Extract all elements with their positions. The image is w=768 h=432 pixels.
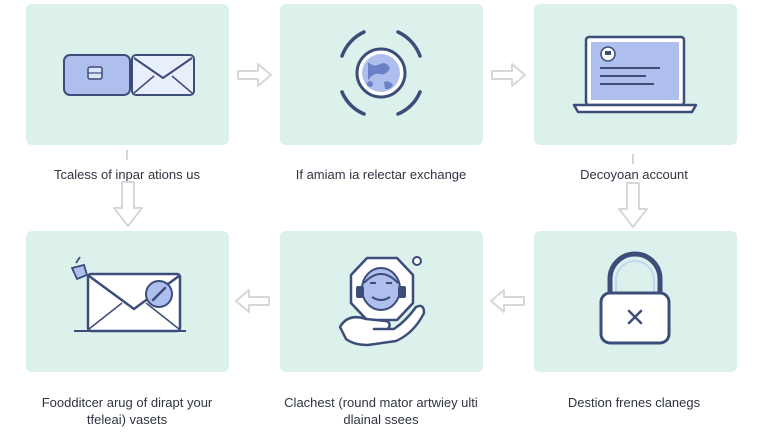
arrow-right-icon bbox=[491, 63, 526, 87]
arrow-left-icon bbox=[490, 289, 525, 313]
arrow-left-icon bbox=[235, 289, 270, 313]
step-label-1: Tcaless of inpar ations us bbox=[54, 167, 200, 182]
step-card-3 bbox=[534, 4, 737, 145]
envelope-check-icon bbox=[70, 256, 186, 333]
card-envelope-icon bbox=[63, 54, 195, 96]
step-label-3: Decoyoan account bbox=[580, 167, 688, 182]
step-card-1 bbox=[26, 4, 229, 145]
step-label-5: Clachest (round mator artwiey ulti dlain… bbox=[284, 395, 478, 427]
arrow-right-icon bbox=[237, 63, 272, 87]
arrow-down-icon bbox=[113, 181, 143, 227]
connector-line bbox=[126, 150, 128, 160]
step-card-2 bbox=[280, 4, 483, 145]
step-card-5 bbox=[280, 231, 483, 372]
step-label-6: Foodditcer arug of dirapt your tfeleai) … bbox=[41, 395, 213, 427]
laptop-icon bbox=[572, 35, 698, 114]
connector-line bbox=[632, 154, 634, 164]
padlock-icon bbox=[599, 251, 671, 345]
step-card-4 bbox=[534, 231, 737, 372]
globe-exchange-icon bbox=[340, 30, 422, 116]
arrow-down-icon bbox=[618, 182, 648, 228]
step-label-2: If amiam ia relectar exchange bbox=[295, 167, 467, 182]
step-card-6 bbox=[26, 231, 229, 372]
step-label-4: Destion frenes clanegs bbox=[567, 395, 701, 410]
hand-shield-icon bbox=[338, 256, 426, 347]
